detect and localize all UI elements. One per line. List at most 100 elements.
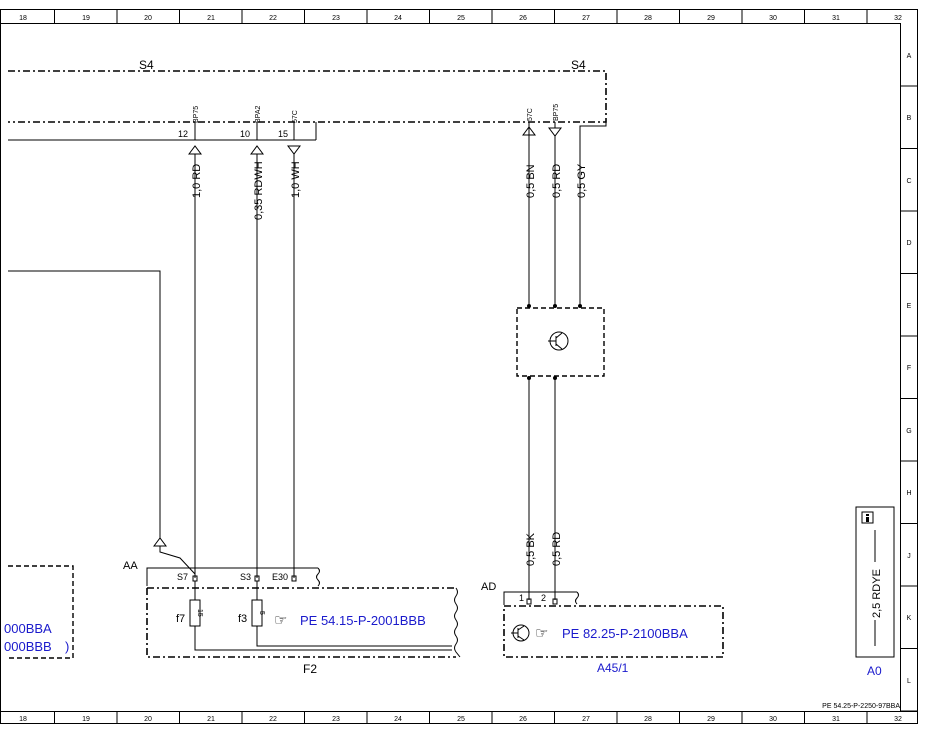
wire-label: 0,5 BK [525,532,537,566]
col-label: 19 [82,15,90,22]
row-label: D [906,240,911,247]
fuse-f7-label: f7 [176,613,185,625]
fuse-f7-rating: 15 [196,609,203,617]
connector-f2-label: F2 [303,662,317,676]
hand-pointer-icon: ☞ [274,612,287,629]
row-label: A [907,53,912,60]
outer-frame [0,9,918,724]
col-label: 18 [19,716,27,723]
column-labels-bottom: 18 19 20 21 22 23 24 25 26 27 28 29 30 3… [19,716,902,723]
fuse-f3-rating: 5 [258,611,265,615]
col-label: 19 [82,716,90,723]
wire-label: 0,5 GY [576,163,588,198]
col-label: 27 [582,15,590,22]
row-label: C [906,178,911,185]
junction-dot [527,304,531,308]
signal-arrow-icon [287,145,301,155]
col-label: 28 [644,15,652,22]
transistor-icon [548,331,569,351]
col-label: 20 [144,15,152,22]
transistor-icon [511,624,530,642]
col-label: 31 [832,15,840,22]
wire-label: 0,5 RD [551,164,563,198]
left-paren: ) [65,639,69,654]
ad-connector-break [575,591,579,605]
col-label: 25 [457,716,465,723]
link-left-bba[interactable]: 000BBA [4,621,52,636]
connector-aa-label: AA [123,560,138,572]
pin-socket [526,598,532,605]
pin-e30: E30 [272,572,288,582]
aa-connector-break [316,567,320,587]
col-label: 31 [832,716,840,723]
connector-a45-label: A45/1 [597,661,629,675]
col-label: 25 [457,15,465,22]
junction-dot [553,304,557,308]
row-label: E [907,303,912,310]
row-label: F [907,365,911,372]
signal-arrow-icon [153,537,167,547]
col-label: 20 [144,716,152,723]
s4-label-right: S4 [571,58,586,72]
row-ticks [900,85,918,712]
row-label: B [907,115,912,122]
pin-number-15: 15 [278,129,288,139]
wire-label: 1,0 WH [290,161,302,198]
left-partial-box [8,565,74,659]
col-label: 21 [207,15,215,22]
pin-code-bp75-right: BP75 [553,104,560,121]
column-ticks [54,9,868,724]
row-label: J [907,553,911,560]
a0-component [855,506,895,658]
f2-fusebox-outline [146,587,456,658]
pin-socket [552,598,558,605]
pin-code-bp75: BP75 [193,106,200,123]
f2-break [454,587,461,658]
wire-label: 2,5 RDYE [871,569,883,618]
col-label: 32 [894,15,902,22]
col-label: 29 [707,716,715,723]
wire-label: 0,5 BN [525,164,537,198]
col-label: 23 [332,716,340,723]
connector-a0-label: A0 [867,664,882,678]
wire-f2-busbar [256,626,452,647]
signal-arrow-icon [250,145,264,155]
col-label: 30 [769,15,777,22]
row-label: K [907,615,912,622]
link-pe-82-25[interactable]: PE 82.25-P-2100BBA [562,626,688,641]
s4-label-left: S4 [139,58,154,72]
row-label: G [906,428,911,435]
row-label: L [907,678,911,685]
fuse-f3-label: f3 [238,613,247,625]
col-label: 22 [269,15,277,22]
pin-code-57c-right: 57C [527,108,534,121]
info-icon[interactable] [861,511,874,524]
pin-s3: S3 [240,572,251,582]
col-label: 23 [332,15,340,22]
link-left-bbb[interactable]: 000BBB [4,639,52,654]
col-label: 24 [394,15,402,22]
col-label: 24 [394,716,402,723]
wire-0-5-gy [579,122,607,306]
link-pe-54-15[interactable]: PE 54.15-P-2001BBB [300,613,426,628]
row-label: H [906,490,911,497]
col-label: 26 [519,716,527,723]
col-label: 21 [207,716,215,723]
transistor-module [516,307,605,377]
aa-connector-line [146,567,318,586]
pin-ad-1: 1 [519,593,524,603]
column-labels-top: 18 19 20 21 22 23 24 25 26 27 28 29 30 3… [19,15,902,22]
signal-arrow-icon [548,127,562,137]
col-label: 27 [582,716,590,723]
wire-to-aa [8,270,161,538]
pin-ad-2: 2 [541,593,546,603]
document-id: PE 54.25-P-2250-97BBA [822,703,900,710]
col-label: 26 [519,15,527,22]
pin-socket [291,575,297,582]
pin-number-10: 10 [240,129,250,139]
connector-ad-label: AD [481,581,496,593]
col-label: 22 [269,716,277,723]
a45-module-outline [503,605,724,658]
pin-number-12: 12 [178,129,188,139]
